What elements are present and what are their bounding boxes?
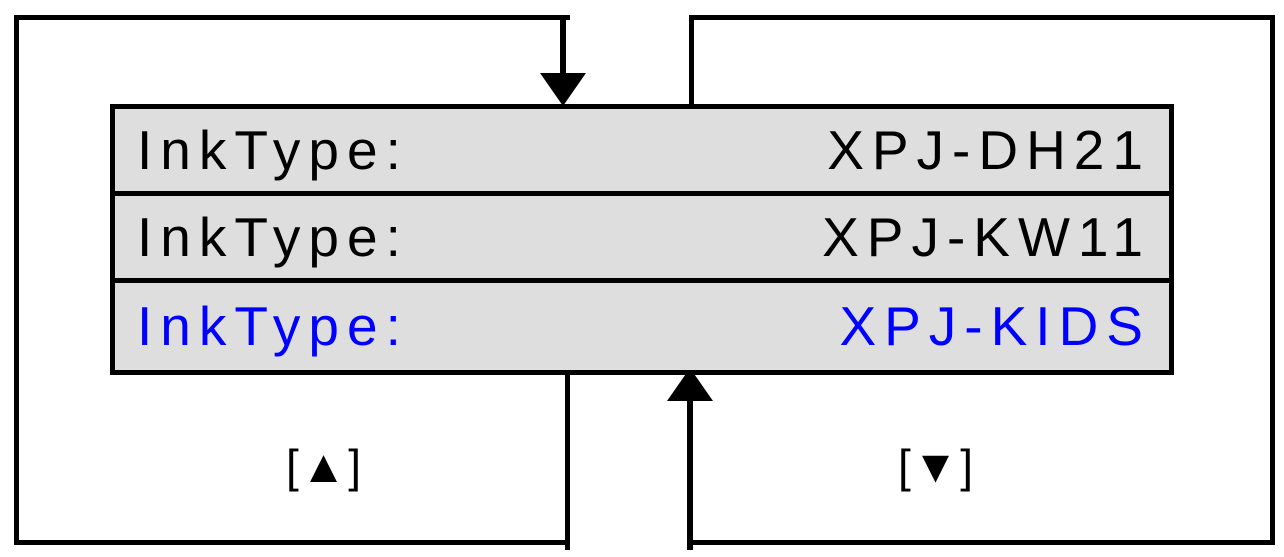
list-item-label: InkType:	[137, 295, 409, 357]
flow-loop-right-closing-edge	[689, 15, 694, 110]
list-item-label: InkType:	[137, 205, 409, 268]
list-item-value: XPJ-KW11	[822, 205, 1151, 268]
list-item-value: XPJ-KIDS	[839, 295, 1151, 357]
key-up-button[interactable]: [▲]	[286, 440, 364, 492]
list-item-selected[interactable]: InkType: XPJ-KIDS	[115, 283, 1169, 370]
ink-type-list[interactable]: InkType: XPJ-DH21 InkType: XPJ-KW11 InkT…	[110, 104, 1174, 375]
flow-loop-left-closing-edge	[565, 375, 570, 550]
list-item-label: InkType:	[137, 118, 409, 181]
flow-loop-left	[14, 15, 570, 545]
list-item[interactable]: InkType: XPJ-KW11	[115, 196, 1169, 283]
list-item[interactable]: InkType: XPJ-DH21	[115, 109, 1169, 196]
flow-loop-right	[689, 15, 1275, 545]
down-arrow-stem	[560, 15, 566, 83]
key-down-button[interactable]: [▼]	[898, 440, 976, 492]
arrow-down-icon	[540, 73, 586, 106]
up-arrow-stem	[687, 398, 693, 550]
list-item-value: XPJ-DH21	[827, 118, 1151, 181]
